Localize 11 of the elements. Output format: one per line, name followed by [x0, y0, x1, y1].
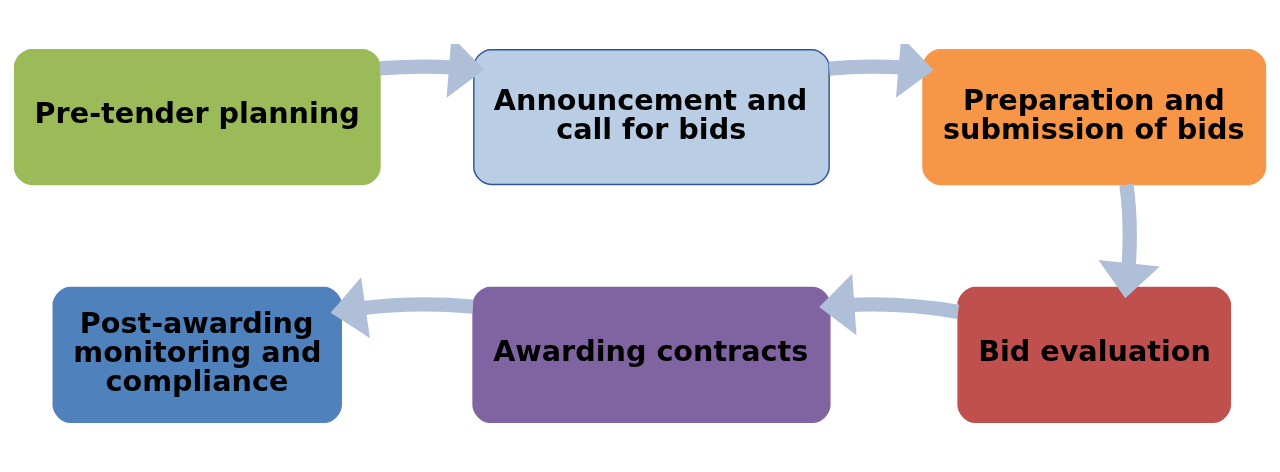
arrow	[1098, 183, 1160, 299]
node-box: Bid evaluation	[957, 286, 1232, 423]
node-box: Awarding contracts	[472, 286, 831, 423]
node-box: Pre-tender planning	[13, 49, 381, 186]
node-box: Announcement and call for bids	[473, 49, 830, 186]
arrow	[330, 277, 474, 339]
arrow	[819, 273, 960, 336]
node-box: Post-awarding monitoring and compliance	[52, 286, 342, 423]
arrow	[379, 44, 485, 98]
arrow	[828, 44, 934, 98]
node-box: Preparation and submission of bids	[922, 49, 1267, 186]
